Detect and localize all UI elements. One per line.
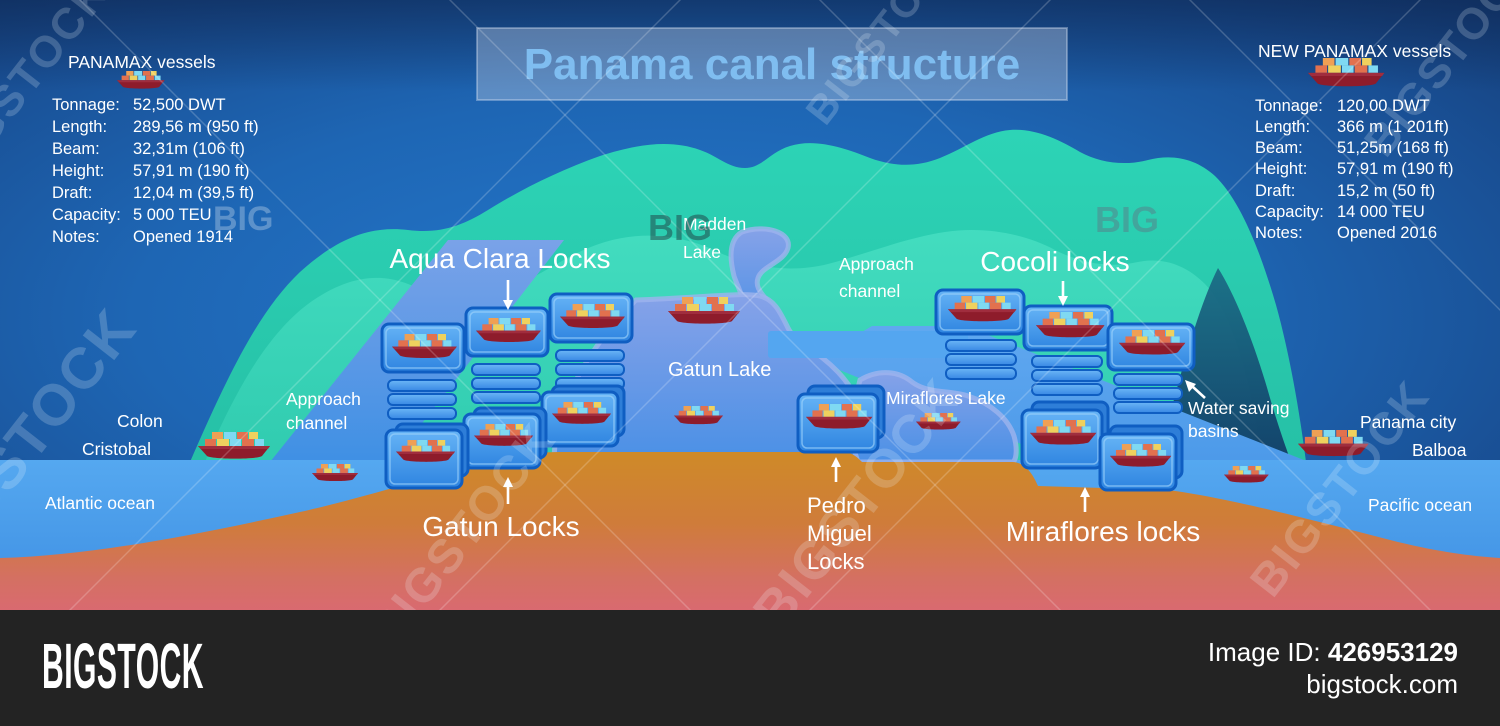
page-title: Panama canal structure xyxy=(524,40,1020,89)
spec-value: 57,91 m (190 ft) xyxy=(1337,160,1453,178)
canal-diagram: Panama canal structure PANAMAX vessels T… xyxy=(0,0,1500,658)
pointer-arrows xyxy=(503,280,1206,512)
spec-label: Height: xyxy=(1255,160,1307,178)
label-panama-city: Panama city xyxy=(1360,412,1457,432)
label-madden-lake: Madden xyxy=(683,214,746,234)
spec-value: 120,00 DWT xyxy=(1337,97,1430,115)
spec-value: 15,2 m (50 ft) xyxy=(1337,182,1435,200)
spec-label: Tonnage: xyxy=(52,96,120,114)
spec-label: Capacity: xyxy=(1255,203,1324,221)
label-water-saving-basins: Water saving xyxy=(1188,398,1289,418)
spec-label: Beam: xyxy=(1255,139,1303,157)
bigstock-footer-bar: BIGSTOCK Image ID: 426953129 bigstock.co… xyxy=(0,610,1500,726)
spec-label: Length: xyxy=(52,118,107,136)
gatun-locks xyxy=(384,384,626,490)
spec-value: 52,500 DWT xyxy=(133,96,226,114)
spec-value: 51,25m (168 ft) xyxy=(1337,139,1449,157)
label-pedro-miguel: Miguel xyxy=(807,521,872,546)
label-pacific-ocean: Pacific ocean xyxy=(1368,495,1472,515)
big-watermark: BIG xyxy=(648,207,712,248)
panamax-title: PANAMAX vessels xyxy=(68,52,216,72)
spec-label: Notes: xyxy=(1255,224,1303,242)
label-cristobal: Cristobal xyxy=(82,439,151,459)
label-approach-channel-atlantic: Approach xyxy=(286,389,361,409)
spec-value: Opened 1914 xyxy=(133,228,233,246)
spec-value: 14 000 TEU xyxy=(1337,203,1425,221)
title-banner: Panama canal structure xyxy=(476,27,1068,101)
cocoli-approach-strip xyxy=(768,331,968,358)
image-id-label: Image ID: xyxy=(1207,637,1321,667)
label-gatun-locks: Gatun Locks xyxy=(422,511,579,542)
dark-mountain-slope xyxy=(1158,268,1291,462)
spec-value: 366 m (1 201ft) xyxy=(1337,118,1449,136)
image-id-value: 426953129 xyxy=(1327,637,1458,667)
website-link: bigstock.com xyxy=(1306,669,1458,699)
image-info: Image ID: 426953129 bigstock.com xyxy=(1208,636,1458,700)
label-approach-channel-pacific: Approach xyxy=(839,254,914,274)
map-labels: Aqua Clara Locks Cocoli locks Gatun Lock… xyxy=(45,214,1472,574)
spec-label: Draft: xyxy=(52,184,92,202)
spec-value: 32,31m (106 ft) xyxy=(133,140,245,158)
label-atlantic-ocean: Atlantic ocean xyxy=(45,493,155,513)
label-colon: Colon xyxy=(117,411,163,431)
water-saving-basin-bars xyxy=(945,339,1183,414)
cocoli-locks xyxy=(934,288,1196,414)
label-miraflores-locks: Miraflores locks xyxy=(1006,516,1200,547)
label-miraflores-lake: Miraflores Lake xyxy=(886,388,1006,408)
aqua-clara-locks xyxy=(380,292,634,420)
spec-value: 57,91 m (190 ft) xyxy=(133,162,249,180)
miraflores-locks xyxy=(1020,400,1184,492)
label-approach-channel-pacific: channel xyxy=(839,281,900,301)
spec-label: Notes: xyxy=(52,228,100,246)
spec-label: Height: xyxy=(52,162,104,180)
label-aqua-clara-locks: Aqua Clara Locks xyxy=(389,243,610,274)
label-approach-channel-atlantic: channel xyxy=(286,413,347,433)
label-pedro-miguel: Locks xyxy=(807,549,864,574)
pedro-miguel-locks xyxy=(796,384,886,454)
spec-label: Capacity: xyxy=(52,206,121,224)
new-panamax-title: NEW PANAMAX vessels xyxy=(1258,41,1451,61)
spec-label: Draft: xyxy=(1255,182,1295,200)
new-panamax-spec-panel: NEW PANAMAX vessels Tonnage: 120,00 DWT … xyxy=(1255,41,1453,242)
big-watermark: BIG xyxy=(213,200,273,238)
spec-label: Length: xyxy=(1255,118,1310,136)
label-gatun-lake: Gatun Lake xyxy=(668,359,771,381)
panamax-spec-panel: PANAMAX vessels Tonnage: 52,500 DWT Leng… xyxy=(52,52,259,246)
label-water-saving-basins: basins xyxy=(1188,421,1239,441)
label-madden-lake: Lake xyxy=(683,242,721,262)
spec-value: 289,56 m (950 ft) xyxy=(133,118,259,136)
bigstock-logo: BIGSTOCK xyxy=(42,630,204,702)
spec-value: 12,04 m (39,5 ft) xyxy=(133,184,254,202)
label-cocoli-locks: Cocoli locks xyxy=(980,246,1129,277)
big-watermark: BIG xyxy=(1095,199,1159,240)
spec-value: Opened 2016 xyxy=(1337,224,1437,242)
label-pedro-miguel: Pedro xyxy=(807,493,866,518)
label-balboa: Balboa xyxy=(1412,440,1467,460)
spec-label: Tonnage: xyxy=(1255,97,1323,115)
image-id-line: Image ID: 426953129 xyxy=(1208,636,1458,668)
spec-label: Beam: xyxy=(52,140,100,158)
spec-value: 5 000 TEU xyxy=(133,206,212,224)
